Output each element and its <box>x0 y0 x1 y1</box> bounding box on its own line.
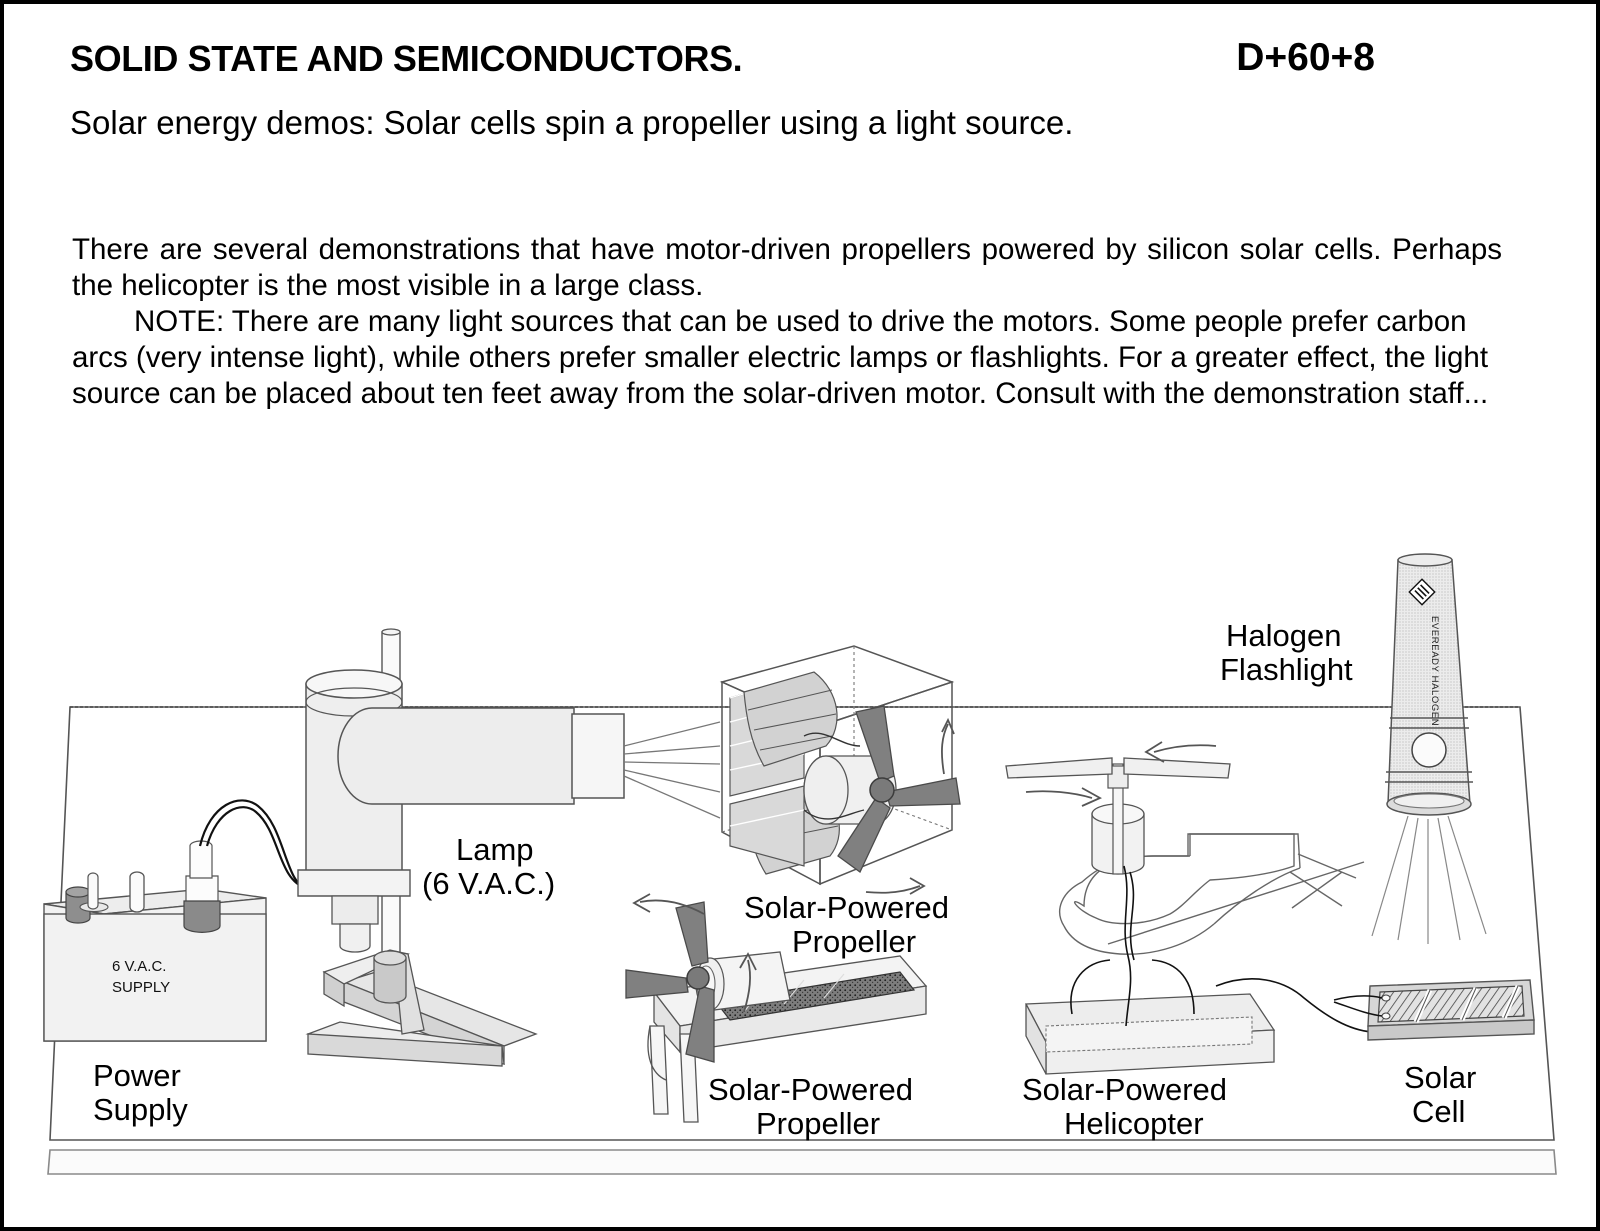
eveready-logo-icon <box>1408 578 1436 606</box>
power-supply-terminal-2[interactable] <box>129 871 145 913</box>
solar-cell-label-line2: Cell <box>1412 1094 1465 1129</box>
board-propeller <box>625 901 715 1063</box>
lamp-label-line1: Lamp <box>456 832 534 867</box>
solar-cell-panel: Solar Cell <box>1333 979 1535 1129</box>
propeller-box-label-line1: Solar-Powered <box>744 890 949 925</box>
halogen-flashlight: EVEREADY HALOGEN Halogen Flashlight <box>1220 553 1487 944</box>
demo-code: D+60+8 <box>1236 36 1375 79</box>
solar-helicopter: Solar-Powered Helicopter <box>1005 741 1373 1141</box>
helicopter-label-line2: Helicopter <box>1064 1106 1204 1141</box>
lamp-tripod-base <box>305 949 538 1067</box>
page-title: SOLID STATE AND SEMICONDUCTORS. <box>70 38 743 79</box>
flashlight-button[interactable] <box>1411 732 1447 768</box>
propeller-board-label-line1: Solar-Powered <box>708 1072 913 1107</box>
subtitle: Solar energy demos: Solar cells spin a p… <box>70 104 1074 141</box>
flashlight-label-line1: Halogen <box>1226 618 1341 653</box>
board-rotation-arrows <box>632 893 757 1013</box>
propeller-box-label-line2: Propeller <box>792 924 916 959</box>
solar-cell-label-line1: Solar <box>1404 1060 1476 1095</box>
solar-propeller-board: Solar-Powered Propeller <box>625 893 928 1141</box>
power-supply: 6 V.A.C. SUPPLY Power Supply <box>43 840 267 1127</box>
solar-propeller-box: Solar-Powered Propeller <box>719 645 961 959</box>
helicopter-rotor-arrows <box>1025 741 1217 807</box>
power-supply-face-line1: 6 V.A.C. <box>112 958 166 975</box>
power-supply-label-line2: Supply <box>93 1092 188 1127</box>
power-supply-banana-plug[interactable] <box>183 840 221 933</box>
helicopter-label-line1: Solar-Powered <box>1022 1072 1227 1107</box>
lamp-head <box>337 707 625 805</box>
box-rotation-arrows <box>865 717 955 895</box>
box-propeller <box>837 705 961 873</box>
flashlight-light-rays <box>1371 815 1487 944</box>
flashlight-brand-text: EVEREADY HALOGEN <box>1429 616 1440 726</box>
body-paragraph-2: NOTE: There are many light sources that … <box>72 305 1489 410</box>
power-supply-face-line2: SUPPLY <box>112 979 170 996</box>
propeller-board-label-line2: Propeller <box>756 1106 880 1141</box>
helicopter-tail <box>1289 853 1357 909</box>
flashlight-label-line2: Flashlight <box>1220 652 1353 687</box>
body-text: There are several demonstrations that ha… <box>72 232 1502 412</box>
body-paragraph-1: There are several demonstrations that ha… <box>72 233 1502 302</box>
demonstration-diagram: 6 V.A.C. SUPPLY Power Supply <box>4 474 1596 1231</box>
lamp-label-line2: (6 V.A.C.) <box>422 866 555 901</box>
helicopter-rotor <box>1005 757 1231 779</box>
power-supply-terminal-1[interactable] <box>79 872 109 913</box>
lamp-light-rays <box>623 721 721 819</box>
title-row: SOLID STATE AND SEMICONDUCTORS. D+60+8 <box>70 36 1470 88</box>
lamp-assembly: Lamp (6 V.A.C.) <box>297 628 625 1067</box>
power-supply-label-line1: Power <box>93 1058 181 1093</box>
helicopter-base <box>1024 993 1276 1075</box>
